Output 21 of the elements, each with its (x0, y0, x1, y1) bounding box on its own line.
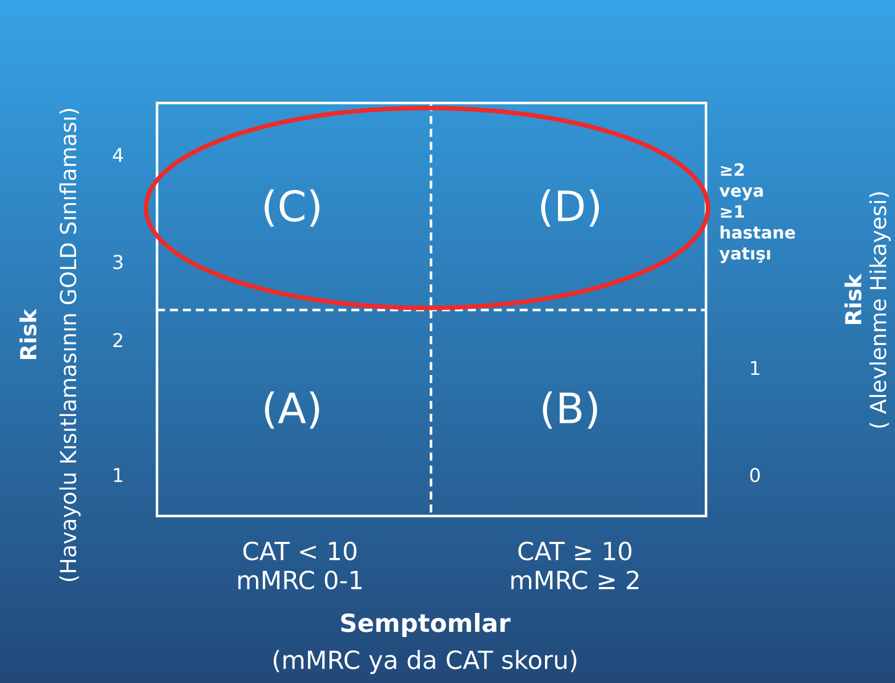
quadrant-label: (C) (264, 189, 320, 227)
quadrant-label: (D) (541, 189, 599, 227)
axis-title: Risk (20, 308, 36, 359)
tick-label: 4 (112, 148, 123, 162)
tick-label: 2 (113, 332, 122, 348)
quadrant-label: (A) (264, 391, 320, 429)
category-label: CAT < 10 (243, 542, 356, 560)
side-note: ≥2 veya ≥1 hastane yatışı (719, 163, 796, 264)
axis-title: Risk (844, 274, 862, 324)
axis-subtitle: (mMRC ya da CAT skoru) (274, 650, 576, 674)
tick-label: 0 (750, 468, 760, 482)
quadrant-label: (B) (542, 391, 598, 429)
axis-subtitle: ( Alevlenme Hikayesi) (869, 192, 891, 428)
axis-title: Semptomlar (341, 612, 511, 638)
tick-label: 3 (113, 254, 122, 270)
axis-subtitle: (Havayolu Kısıtlamasının GOLD Sınıflaması) (59, 108, 81, 581)
tick-label: 1 (751, 361, 760, 375)
tick-label: 1 (114, 468, 122, 482)
category-label: CAT ≥ 10 (518, 542, 632, 560)
category-label: mMRC ≥ 2 (511, 570, 638, 590)
category-label: mMRC 0-1 (238, 570, 362, 590)
